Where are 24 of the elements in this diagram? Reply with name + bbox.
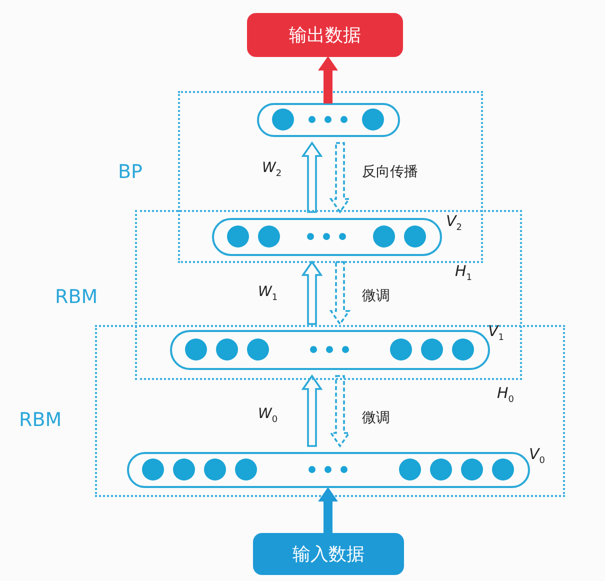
arrow — [318, 487, 338, 534]
frame-label: RBM — [19, 409, 62, 431]
edge-label: 微调 — [362, 287, 390, 305]
block-arrow — [301, 141, 323, 213]
block-arrow — [301, 260, 323, 325]
dashed-block-arrow — [329, 261, 351, 326]
edge-label: W$_{2}$ — [262, 160, 282, 179]
layer-label: H$_{0}$ — [497, 384, 514, 405]
layer-label: V$_{2}$ — [446, 212, 462, 233]
edge-label: W$_{1}$ — [258, 284, 278, 303]
layer-label: V$_{0}$ — [529, 445, 545, 466]
block-arrow — [301, 374, 323, 447]
layer-label: V$_{1}$ — [488, 322, 504, 343]
frame-label: RBM — [55, 286, 98, 308]
dashed-block-arrow — [329, 375, 351, 448]
edge-label: 反向传播 — [362, 163, 418, 181]
edge-label: W$_{0}$ — [258, 406, 278, 425]
frame-label: BP — [118, 161, 142, 183]
arrow — [318, 56, 338, 104]
data-box: 输出数据 — [247, 13, 403, 57]
layer-label: H$_{1}$ — [455, 262, 472, 283]
edge-label: 微调 — [362, 409, 390, 427]
data-box: 输入数据 — [253, 533, 404, 575]
dashed-block-arrow — [329, 142, 351, 214]
